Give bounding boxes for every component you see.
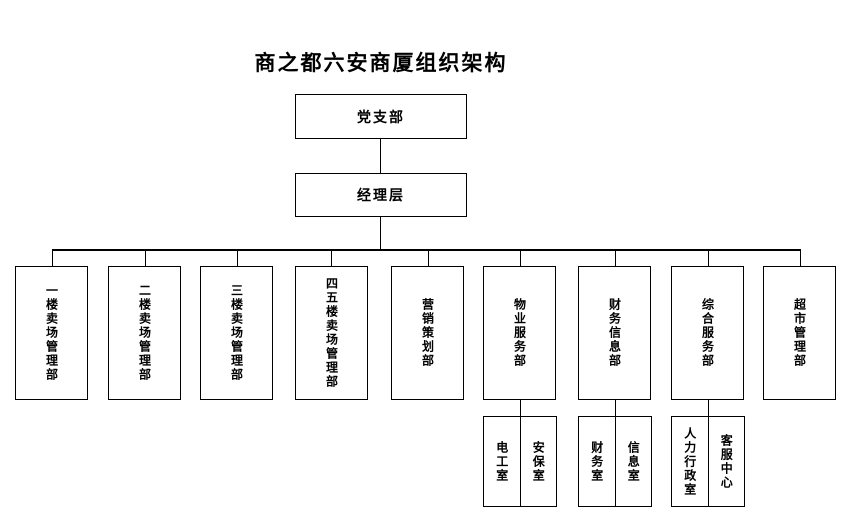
dept-box-marketing: 营销策划部	[391, 266, 464, 400]
connector-finance-to-offices	[614, 400, 616, 416]
office-cell-customer-service: 客服中心	[709, 417, 745, 506]
connector-drop-dept-8	[707, 249, 709, 267]
dept-label: 财务信息部	[607, 298, 622, 368]
office-label: 安保室	[531, 440, 546, 483]
connector-trunk-line	[51, 249, 801, 251]
page-title: 商之都六安商厦组织架构	[254, 52, 508, 75]
connector-drop-dept-2	[144, 249, 146, 267]
dept-box-floor-1: 一楼卖场管理部	[15, 266, 88, 400]
office-group-property: 电工室 安保室	[483, 416, 557, 507]
dept-label: 四五楼卖场管理部	[324, 277, 339, 389]
dept-box-floor-3: 三楼卖场管理部	[200, 266, 273, 400]
office-cell-finance: 财务室	[579, 417, 616, 506]
connector-drop-dept-5	[427, 249, 429, 267]
office-label: 客服中心	[719, 433, 734, 490]
office-cell-security: 安保室	[521, 417, 557, 506]
box-management-level: 经理层	[295, 173, 467, 217]
office-cell-information: 信息室	[616, 417, 652, 506]
connector-property-to-offices	[519, 400, 521, 416]
office-label: 财务室	[589, 440, 604, 483]
dept-box-general-services: 综合服务部	[671, 266, 744, 400]
connector-drop-dept-6	[519, 249, 521, 267]
office-group-general: 人力行政室 客服中心	[671, 416, 745, 507]
office-cell-hr-admin: 人力行政室	[672, 417, 709, 506]
dept-box-property-services: 物业服务部	[483, 266, 556, 400]
box-party-branch: 党支部	[295, 94, 467, 139]
office-label: 信息室	[626, 440, 641, 483]
connector-root-to-management	[379, 139, 381, 173]
dept-label: 营销策划部	[420, 298, 435, 368]
dept-label: 二楼卖场管理部	[137, 284, 152, 382]
connector-drop-dept-7	[614, 249, 616, 267]
connector-drop-dept-4	[330, 249, 332, 267]
dept-box-floor-4-5: 四五楼卖场管理部	[295, 266, 368, 400]
office-label: 电工室	[494, 440, 509, 483]
connector-general-to-offices	[707, 400, 709, 416]
dept-box-floor-2: 二楼卖场管理部	[108, 266, 181, 400]
office-label: 人力行政室	[682, 426, 697, 497]
dept-label: 一楼卖场管理部	[44, 284, 59, 382]
dept-label: 综合服务部	[700, 298, 715, 368]
connector-drop-dept-1	[51, 249, 53, 267]
connector-management-to-trunk	[379, 217, 381, 250]
connector-drop-dept-3	[236, 249, 238, 267]
dept-label: 三楼卖场管理部	[229, 284, 244, 382]
dept-label: 超市管理部	[792, 298, 807, 368]
office-group-finance: 财务室 信息室	[578, 416, 652, 507]
connector-drop-dept-9	[799, 249, 801, 267]
dept-box-supermarket: 超市管理部	[763, 266, 836, 400]
dept-label: 物业服务部	[512, 298, 527, 368]
office-cell-electrician: 电工室	[484, 417, 521, 506]
dept-box-finance-info: 财务信息部	[578, 266, 651, 400]
